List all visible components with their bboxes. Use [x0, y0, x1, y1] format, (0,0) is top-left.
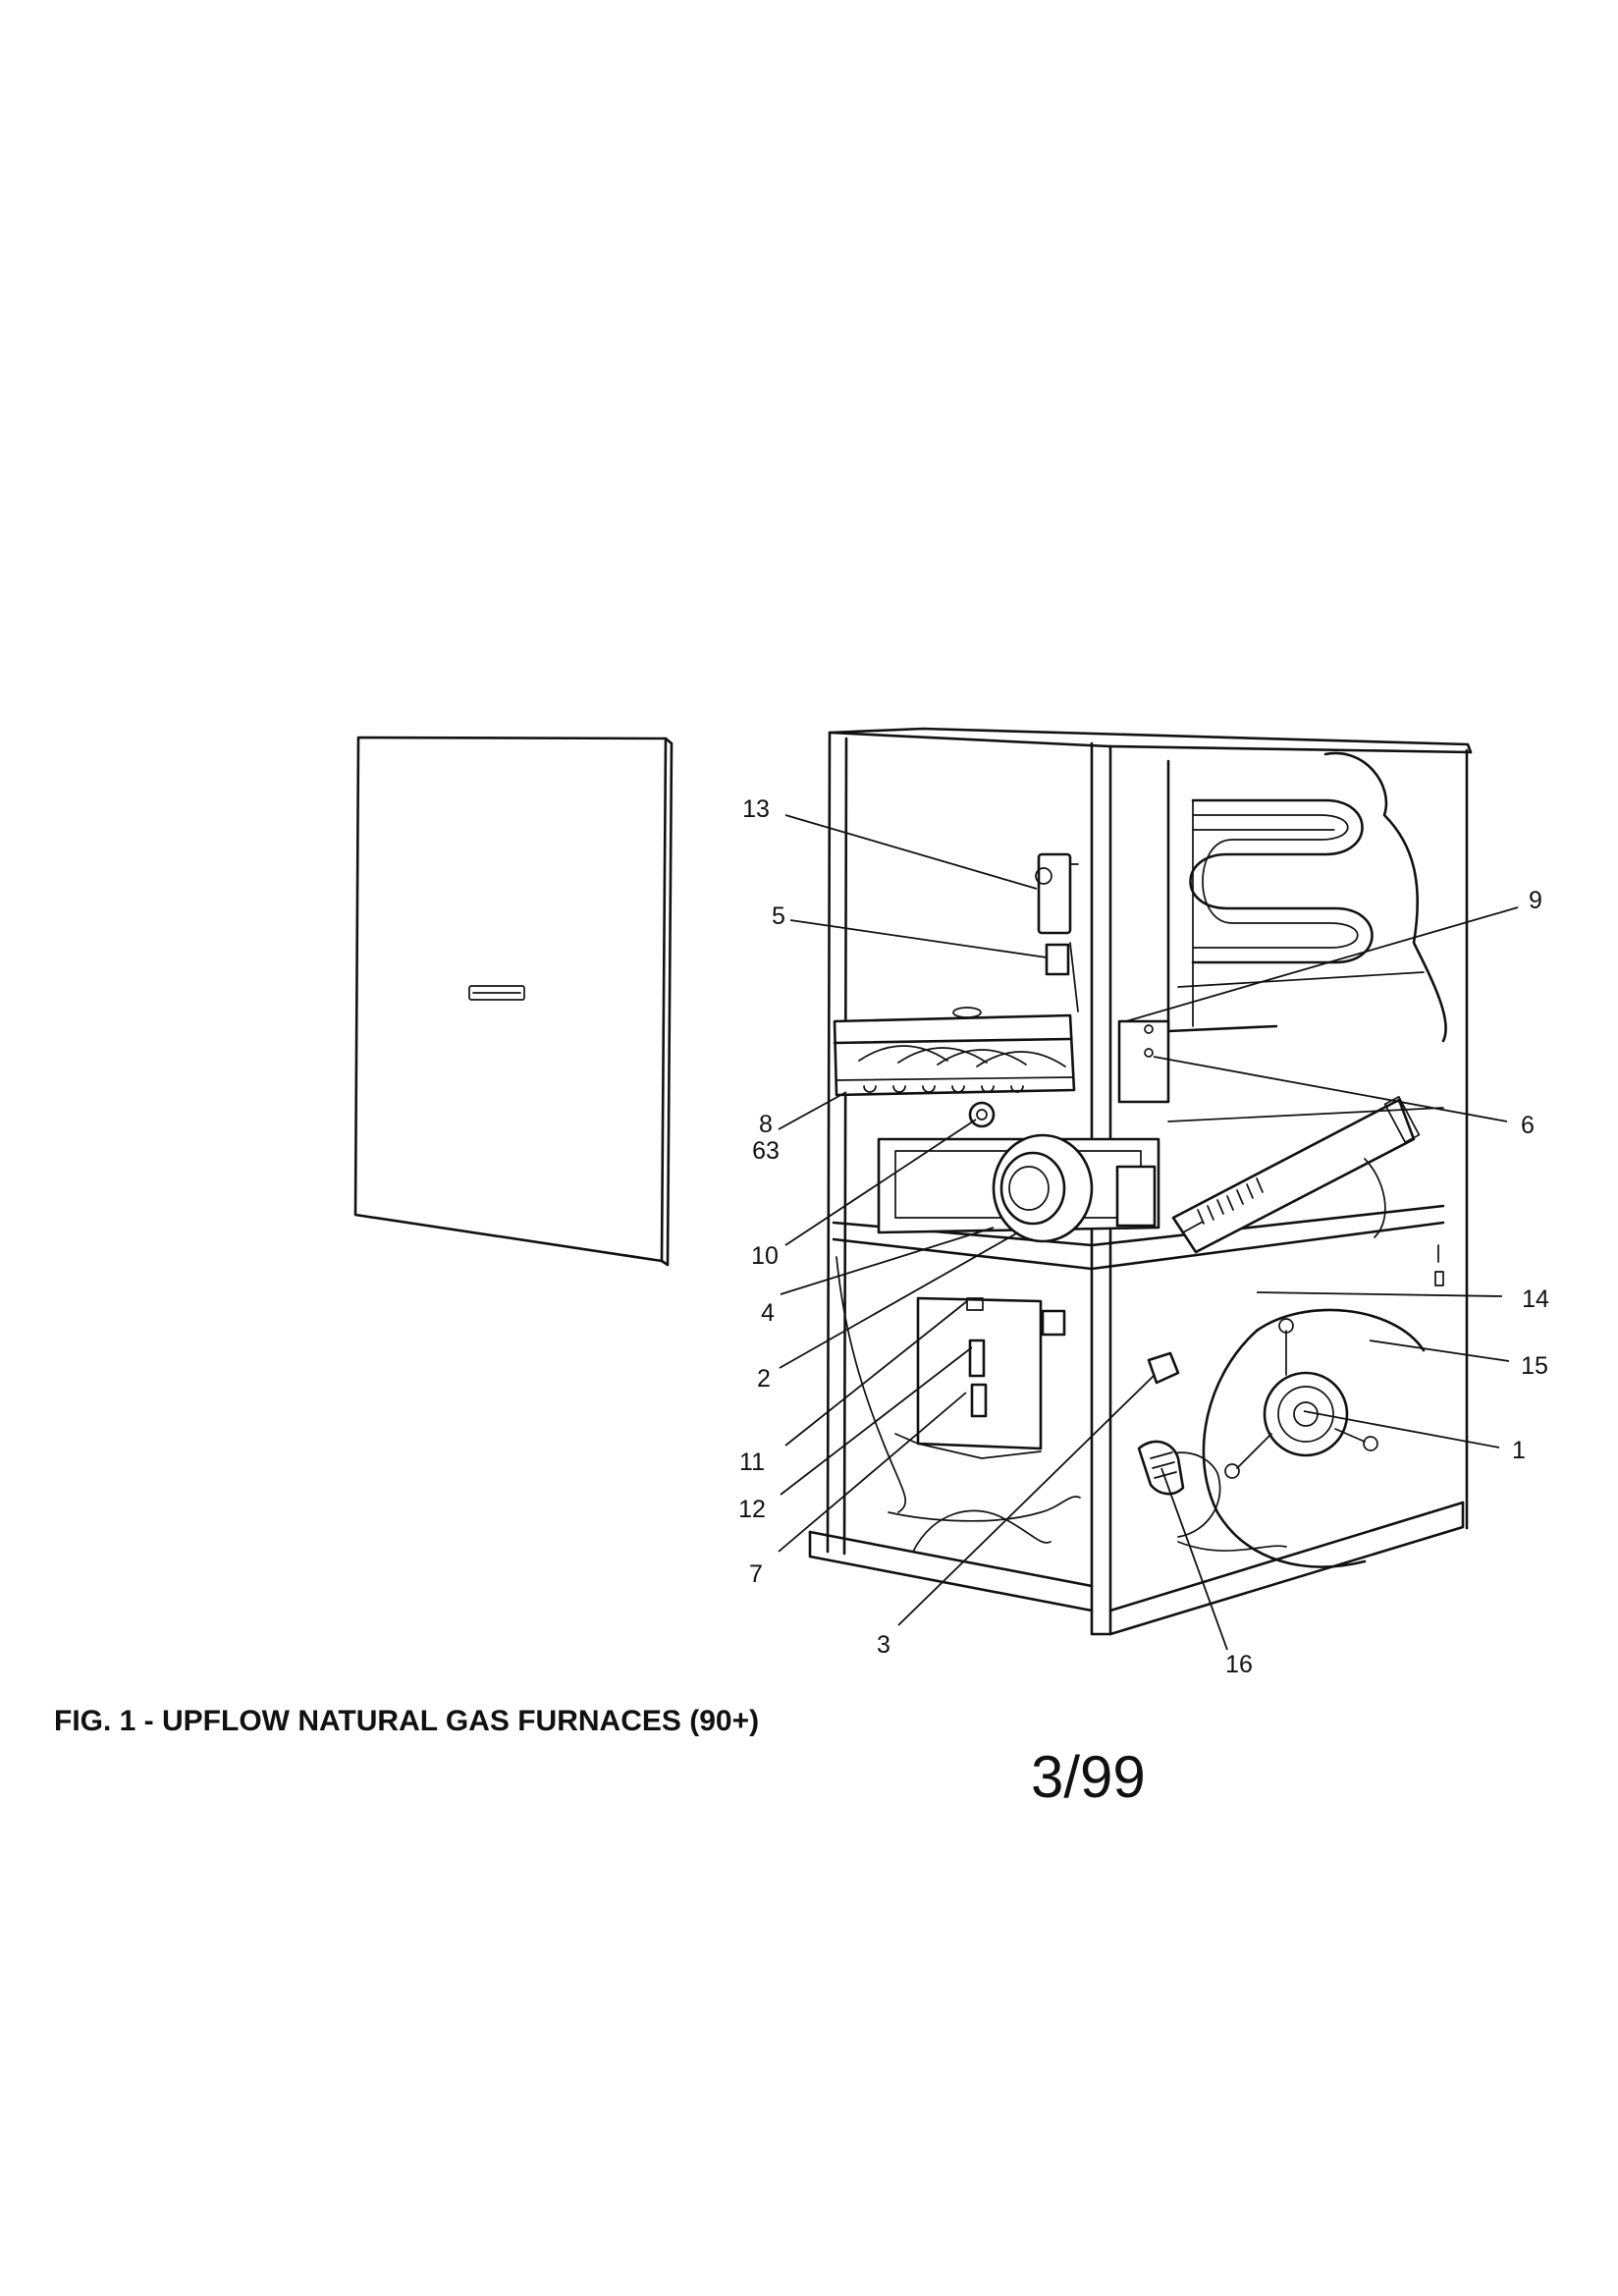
callout-labels: 13 5 9 6 8 63 10 4 2 14 15 11 1 12 7 3 1… [738, 795, 1549, 1678]
leader-15 [1369, 1339, 1510, 1362]
callout-16: 16 [1225, 1651, 1253, 1678]
callout-12: 12 [738, 1496, 766, 1523]
figure-caption: FIG. 1 - UPFLOW NATURAL GAS FURNACES (90… [54, 1705, 759, 1737]
callout-1: 1 [1512, 1437, 1526, 1464]
burner-assembly [833, 1007, 1170, 1104]
door-handle [468, 985, 525, 1001]
leader-10 [784, 1119, 977, 1246]
leader-11 [784, 1300, 968, 1447]
callout-15: 15 [1521, 1352, 1548, 1380]
leader-9 [1125, 906, 1519, 1022]
leader-3 [897, 1374, 1156, 1626]
leader-8 [778, 1091, 847, 1130]
page-code: 3/99 [1031, 1744, 1146, 1810]
control-box [894, 1296, 1066, 1459]
heat-exchanger [1166, 751, 1447, 1043]
leader-2 [779, 1231, 1019, 1369]
callout-4: 4 [761, 1299, 775, 1327]
leader-14 [1256, 1291, 1503, 1297]
leader-13 [784, 814, 1038, 890]
filter-clip [1137, 1440, 1185, 1496]
leader-6 [1153, 1056, 1508, 1122]
door-panel [353, 736, 674, 1267]
callout-63: 63 [752, 1137, 780, 1165]
door-switch [1147, 1351, 1180, 1385]
blower-housing [1148, 1308, 1426, 1568]
flue-pipe [1167, 1095, 1444, 1254]
callout-10: 10 [751, 1242, 779, 1270]
callout-11: 11 [739, 1449, 765, 1476]
leader-1 [1303, 1410, 1500, 1449]
leader-16 [1160, 1467, 1228, 1651]
leader-4 [780, 1227, 995, 1295]
leader-lines [778, 814, 1519, 1651]
callout-6: 6 [1521, 1112, 1535, 1139]
callout-2: 2 [757, 1365, 771, 1393]
wiring [836, 1244, 1444, 1553]
callout-9: 9 [1529, 887, 1542, 914]
leader-7 [778, 1392, 967, 1553]
callout-14: 14 [1522, 1285, 1549, 1313]
inducer-motor [877, 1101, 1160, 1243]
callout-7: 7 [749, 1560, 763, 1588]
callout-3: 3 [877, 1631, 890, 1659]
furnace-cabinet [808, 727, 1473, 1636]
callout-5: 5 [772, 902, 785, 930]
leader-12 [780, 1346, 973, 1496]
callout-13: 13 [742, 795, 770, 823]
leader-5 [789, 919, 1048, 958]
pressure-switch [1035, 852, 1079, 1012]
callout-8: 8 [759, 1111, 773, 1138]
